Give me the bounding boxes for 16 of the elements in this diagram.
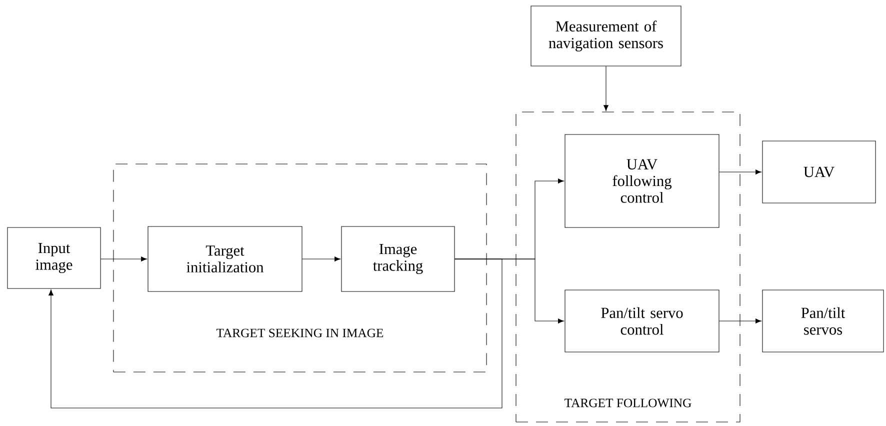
process-box: Measurement of navigation sensors bbox=[530, 6, 682, 66]
arrow bbox=[719, 170, 762, 174]
process-box: Image tracking bbox=[341, 226, 455, 292]
process-box: Input image bbox=[7, 227, 101, 289]
process-box: Pan/tilt servo control bbox=[564, 290, 720, 352]
arrow bbox=[604, 66, 608, 111]
process-box: UAV following control bbox=[564, 134, 720, 228]
group-label: TARGET FOLLOWING bbox=[564, 398, 692, 408]
arrow bbox=[719, 318, 762, 324]
arrow bbox=[302, 256, 340, 262]
process-box: Pan/tilt servos bbox=[762, 290, 884, 352]
arrow bbox=[48, 258, 502, 408]
process-box: UAV bbox=[762, 140, 876, 204]
arrow bbox=[100, 256, 147, 262]
group-label: TARGET SEEKING IN IMAGE bbox=[216, 328, 384, 338]
process-box: Target initialization bbox=[148, 226, 302, 292]
